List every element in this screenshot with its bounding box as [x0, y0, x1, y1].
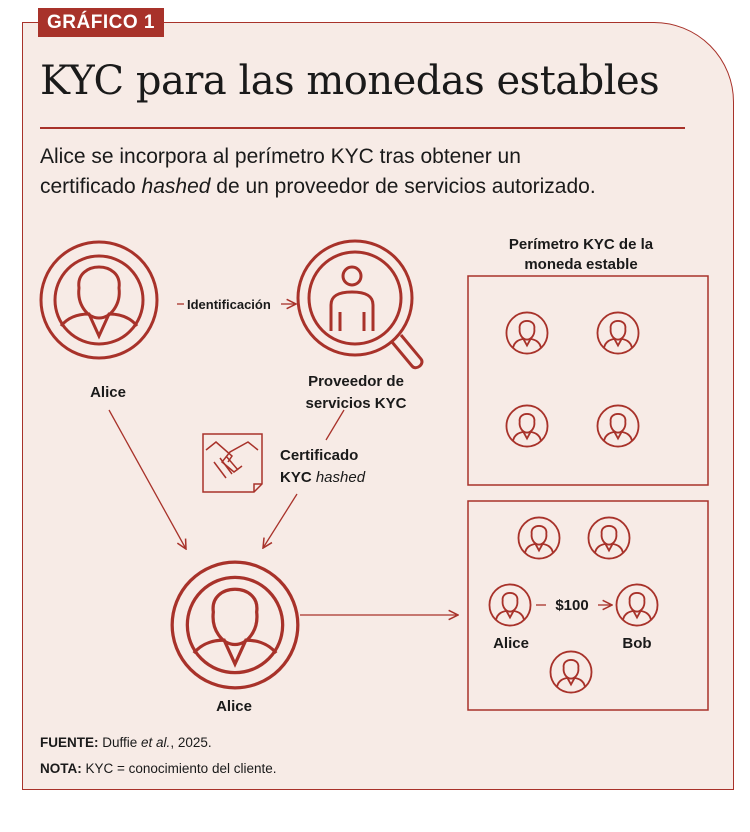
transfer-from-label: Alice: [493, 635, 529, 652]
subtitle-line-1: Alice se incorpora al perímetro KYC tras…: [40, 145, 521, 168]
member-avatar-icon: [549, 650, 593, 694]
certificate-label-1: Certificado: [280, 447, 358, 464]
subtitle-italic: hashed: [141, 175, 211, 198]
alice-member-avatar-icon: [488, 583, 532, 627]
certificate-label-2: KYC hashed: [280, 469, 366, 486]
transfer-amount: $100: [555, 597, 588, 614]
alice-label: Alice: [90, 384, 126, 401]
source-label: FUENTE:: [40, 735, 99, 750]
identification-label: Identificación: [187, 297, 271, 312]
subtitle-line-2: certificado hashed de un proveedor de se…: [40, 172, 596, 202]
footer-source: FUENTE: Duffie et al., 2025.: [40, 735, 212, 750]
source-italic: et al.: [141, 735, 171, 750]
provider-to-certificate-line: [325, 409, 345, 441]
certificate-text: KYC: [280, 469, 316, 486]
perimeter-title-2: moneda estable: [524, 256, 637, 273]
member-avatar-icon: [596, 311, 640, 355]
perimeter-box-after: [467, 500, 709, 711]
note-label: NOTA:: [40, 761, 82, 776]
perimeter-box-before: [467, 275, 709, 486]
alice-bottom-label: Alice: [216, 698, 252, 715]
subtitle-text: certificado: [40, 175, 142, 198]
perimeter-title-1: Perímetro KYC de la: [509, 236, 654, 253]
handshake-certificate-icon: [202, 433, 263, 493]
note-text: KYC = conocimiento del cliente.: [81, 761, 277, 776]
source-text: Duffie: [98, 735, 142, 750]
alice-onboarded-avatar-icon: [170, 560, 300, 690]
page-title: KYC para las monedas estables: [40, 58, 660, 104]
subtitle-text: de un proveedor de servicios autorizado.: [210, 175, 596, 198]
title-divider: [40, 127, 685, 129]
kyc-provider-magnifier-icon: [296, 239, 424, 370]
figure-badge: GRÁFICO 1: [38, 8, 164, 37]
member-avatar-icon: [505, 404, 549, 448]
footer-note: NOTA: KYC = conocimiento del cliente.: [40, 761, 276, 776]
alice-to-alice-arrow: [108, 409, 186, 549]
alice-avatar-icon: [39, 240, 159, 360]
member-avatar-icon: [587, 516, 631, 560]
transfer-to-label: Bob: [622, 635, 651, 652]
bob-member-avatar-icon: [615, 583, 659, 627]
provider-label-1: Proveedor de: [308, 373, 404, 390]
certificate-to-alice-arrow: [263, 493, 298, 548]
member-avatar-icon: [505, 311, 549, 355]
provider-label-2: servicios KYC: [306, 395, 407, 412]
member-avatar-icon: [596, 404, 640, 448]
certificate-italic: hashed: [316, 469, 366, 486]
subtitle: Alice se incorpora al perímetro KYC tras…: [40, 142, 596, 202]
member-avatar-icon: [517, 516, 561, 560]
source-text: , 2025.: [170, 735, 212, 750]
